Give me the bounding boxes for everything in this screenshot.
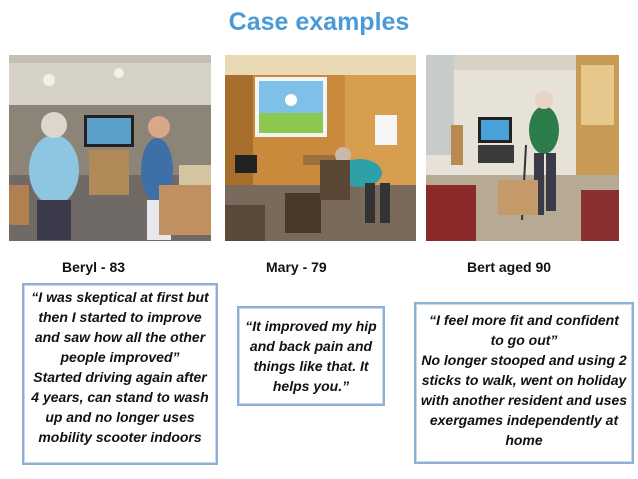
quote-line: exergames independently at: [429, 412, 619, 428]
quote-line: “It improved my hip: [245, 318, 377, 334]
quote-line: with another resident and uses: [420, 392, 628, 408]
quote-line: helps you.”: [272, 378, 350, 394]
quote-box-beryl: “I was skeptical at first but then I sta…: [22, 283, 218, 465]
quote-line: up and no longer uses: [45, 409, 195, 425]
quote-line: and back pain and: [249, 338, 373, 354]
quote-line: “I feel more fit and confident: [429, 312, 619, 328]
caption-beryl: Beryl - 83: [62, 259, 126, 275]
slide-title: Case examples: [228, 8, 410, 36]
quote-line: “I was skeptical at first but: [31, 289, 209, 305]
caption-mary: Mary - 79: [266, 259, 327, 275]
quote-line: sticks to walk, went on holiday: [421, 372, 627, 388]
caption-bert: Bert aged 90: [467, 259, 552, 275]
quote-line: No longer stooped and using 2: [421, 352, 627, 368]
photo-beryl-exergame: [9, 55, 211, 241]
quote-line: Started driving again after: [33, 369, 207, 385]
quote-line: to go out”: [490, 332, 558, 348]
quote-line: home: [505, 432, 543, 448]
quote-line: and saw how all the other: [34, 329, 206, 345]
quote-box-bert: “I feel more fit and confident to go out…: [414, 302, 634, 464]
quote-line: people improved”: [60, 349, 180, 365]
photo-bert-exergame: [426, 55, 619, 241]
quote-line: 4 years, can stand to wash: [31, 389, 209, 405]
quote-line: things like that. It: [253, 358, 369, 374]
photo-mary-exergame: [225, 55, 416, 241]
quote-line: mobility scooter indoors: [38, 429, 202, 445]
quote-box-mary: “It improved my hip and back pain and th…: [237, 306, 385, 406]
quote-line: then I started to improve: [38, 309, 202, 325]
